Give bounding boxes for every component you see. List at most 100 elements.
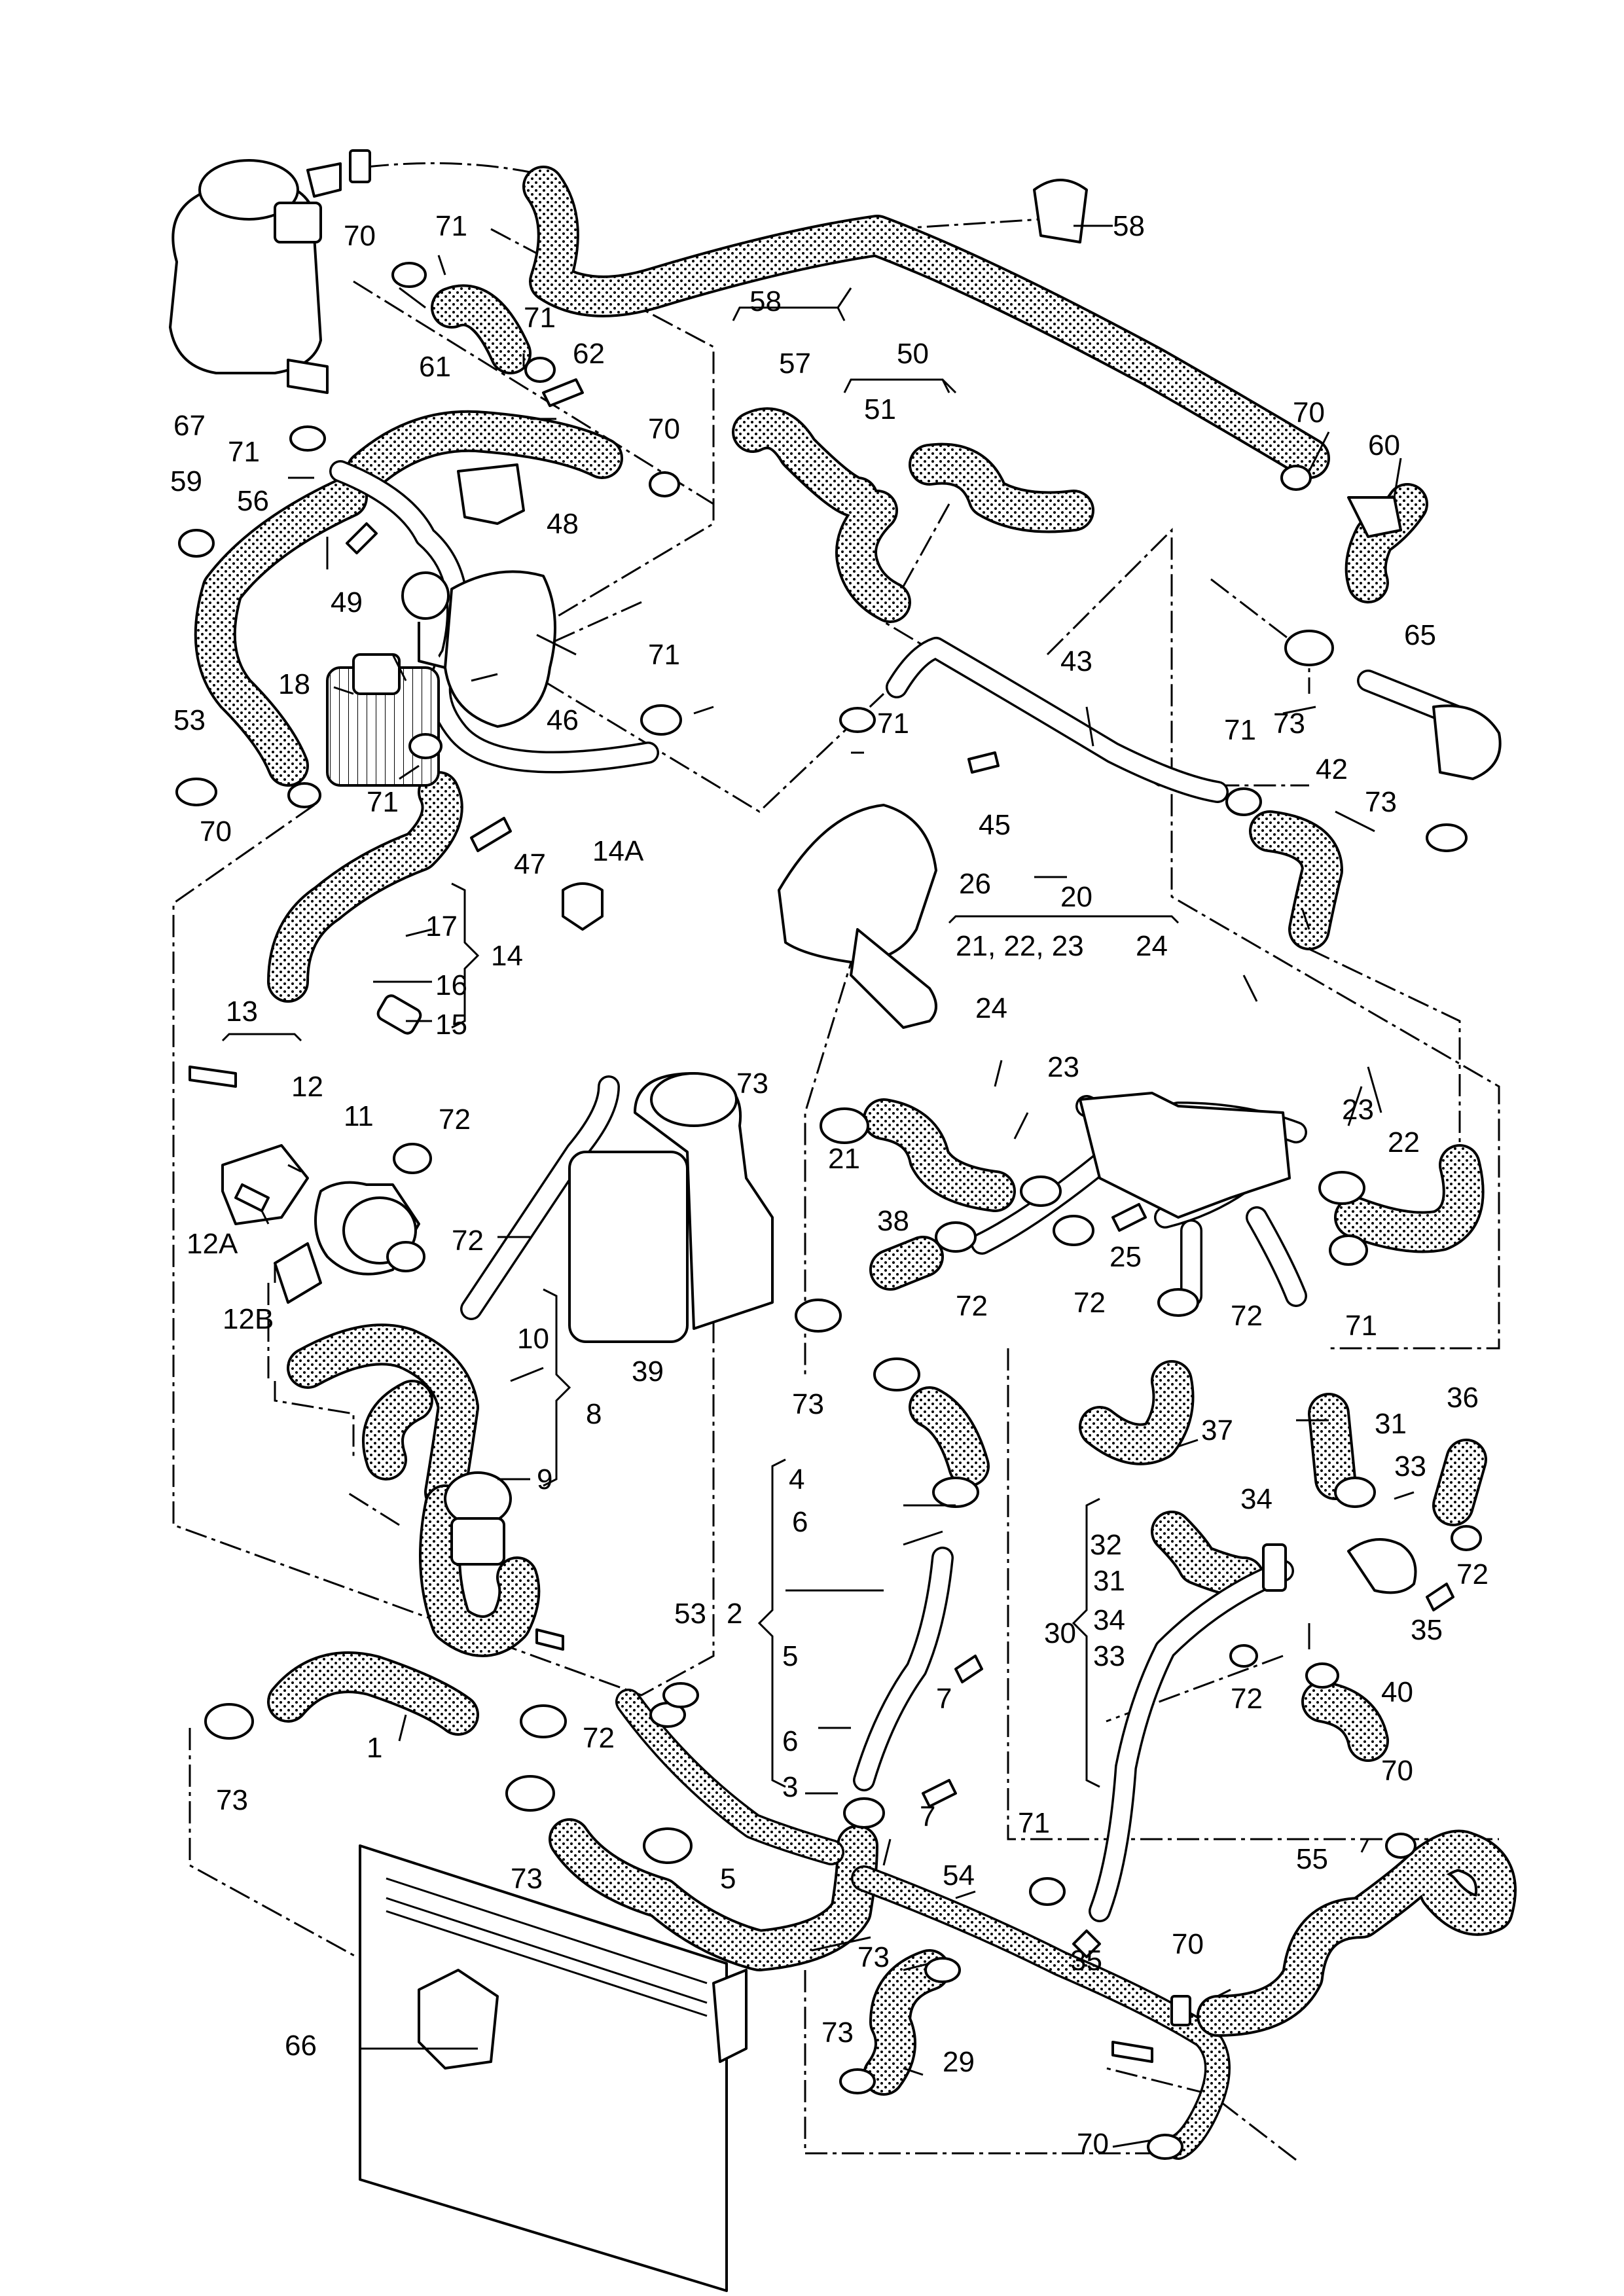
label-9: 9 bbox=[537, 1463, 552, 1496]
label-35: 35 bbox=[1411, 1614, 1443, 1646]
label-62: 62 bbox=[573, 338, 605, 370]
label-21-22-23: 21, 22, 23 bbox=[956, 930, 1084, 962]
label-17: 17 bbox=[425, 910, 458, 942]
label-42: 42 bbox=[1316, 753, 1348, 785]
label-29: 29 bbox=[943, 2046, 975, 2078]
label-49: 49 bbox=[331, 586, 363, 619]
coolant-flange-20 bbox=[1079, 1092, 1291, 1219]
sensor-34 bbox=[1262, 1543, 1287, 1592]
label-45: 45 bbox=[979, 809, 1011, 841]
label-16: 16 bbox=[435, 969, 467, 1001]
label-73: 73 bbox=[1365, 786, 1397, 818]
label-2: 2 bbox=[727, 1598, 742, 1630]
callout-labels: 70 71 58 58 57 61 71 62 67 50 51 70 71 4… bbox=[170, 210, 1489, 2160]
label-53: 53 bbox=[173, 704, 206, 736]
bracket-12b bbox=[274, 1242, 322, 1304]
label-24: 24 bbox=[975, 992, 1007, 1024]
label-71: 71 bbox=[435, 210, 467, 242]
expansion-tank-67 bbox=[169, 159, 342, 394]
label-38: 38 bbox=[877, 1205, 909, 1237]
label-70: 70 bbox=[1381, 1755, 1413, 1787]
label-37: 37 bbox=[1201, 1414, 1233, 1446]
label-71: 71 bbox=[648, 639, 680, 671]
label-71: 71 bbox=[367, 786, 399, 818]
label-15: 15 bbox=[435, 1009, 467, 1041]
label-73: 73 bbox=[736, 1067, 768, 1100]
label-23: 23 bbox=[1047, 1051, 1079, 1083]
thermostat-housing-26 bbox=[778, 804, 937, 1029]
label-31: 31 bbox=[1375, 1408, 1407, 1440]
label-71: 71 bbox=[524, 302, 556, 334]
label-53: 53 bbox=[674, 1598, 706, 1630]
components bbox=[169, 159, 1502, 2292]
hoses bbox=[194, 166, 1517, 2160]
t-piece-60 bbox=[1347, 496, 1402, 538]
component-18 bbox=[326, 653, 440, 787]
valve-9 bbox=[444, 1471, 512, 1566]
label-21: 21 bbox=[828, 1143, 860, 1175]
label-70: 70 bbox=[200, 816, 232, 848]
label-8: 8 bbox=[586, 1398, 602, 1430]
label-20: 20 bbox=[1060, 881, 1092, 913]
label-58: 58 bbox=[749, 285, 782, 317]
label-7: 7 bbox=[920, 1801, 935, 1833]
label-65: 65 bbox=[1404, 619, 1436, 651]
label-72: 72 bbox=[1231, 1683, 1263, 1715]
label-72: 72 bbox=[452, 1225, 484, 1257]
label-71: 71 bbox=[1224, 714, 1256, 746]
label-56: 56 bbox=[237, 485, 269, 517]
leader-lines bbox=[261, 224, 1415, 2148]
label-54: 54 bbox=[943, 1859, 975, 1892]
label-12A: 12A bbox=[187, 1228, 238, 1260]
label-73: 73 bbox=[792, 1388, 824, 1420]
label-33: 33 bbox=[1093, 1640, 1125, 1672]
label-34: 34 bbox=[1240, 1483, 1272, 1515]
label-6: 6 bbox=[792, 1506, 808, 1538]
label-70: 70 bbox=[1077, 2128, 1109, 2160]
label-7: 7 bbox=[936, 1683, 952, 1715]
label-10: 10 bbox=[517, 1323, 549, 1355]
oil-filter-housing-39 bbox=[568, 1072, 774, 1343]
label-25: 25 bbox=[1110, 1241, 1142, 1273]
label-26: 26 bbox=[959, 868, 991, 900]
label-39: 39 bbox=[632, 1355, 664, 1388]
label-73: 73 bbox=[821, 2017, 854, 2049]
label-58: 58 bbox=[1113, 210, 1145, 242]
label-70: 70 bbox=[648, 413, 680, 445]
label-12B: 12B bbox=[223, 1303, 274, 1335]
label-51: 51 bbox=[864, 393, 896, 425]
label-72: 72 bbox=[583, 1722, 615, 1754]
label-60: 60 bbox=[1368, 429, 1400, 461]
label-47: 47 bbox=[514, 848, 546, 880]
label-18: 18 bbox=[278, 668, 310, 700]
label-36: 36 bbox=[1447, 1382, 1479, 1414]
label-5: 5 bbox=[782, 1640, 798, 1672]
label-66: 66 bbox=[285, 2030, 317, 2062]
bracket-48 bbox=[457, 463, 525, 525]
label-6: 6 bbox=[782, 1725, 798, 1757]
label-72: 72 bbox=[956, 1290, 988, 1322]
label-72: 72 bbox=[1456, 1558, 1489, 1590]
bracket-lines bbox=[221, 287, 1180, 1788]
clip-14a bbox=[562, 882, 604, 931]
bracket-12 bbox=[221, 1144, 309, 1225]
label-14: 14 bbox=[491, 940, 523, 972]
clamps bbox=[175, 149, 1482, 2160]
label-11: 11 bbox=[344, 1100, 374, 1132]
label-31: 31 bbox=[1093, 1565, 1125, 1597]
label-59: 59 bbox=[170, 465, 202, 497]
label-3: 3 bbox=[782, 1771, 798, 1803]
label-70: 70 bbox=[1172, 1928, 1204, 1960]
label-34: 34 bbox=[1093, 1604, 1125, 1636]
label-71: 71 bbox=[1018, 1807, 1050, 1839]
label-72: 72 bbox=[1231, 1300, 1263, 1332]
label-73: 73 bbox=[216, 1784, 248, 1816]
label-55: 55 bbox=[1296, 1843, 1328, 1875]
sensor-15 bbox=[376, 994, 422, 1035]
label-73: 73 bbox=[857, 1941, 890, 1973]
label-61: 61 bbox=[419, 351, 451, 383]
label-71: 71 bbox=[877, 708, 909, 740]
label-67: 67 bbox=[173, 410, 206, 442]
label-23: 23 bbox=[1342, 1094, 1374, 1126]
label-1: 1 bbox=[367, 1732, 382, 1764]
